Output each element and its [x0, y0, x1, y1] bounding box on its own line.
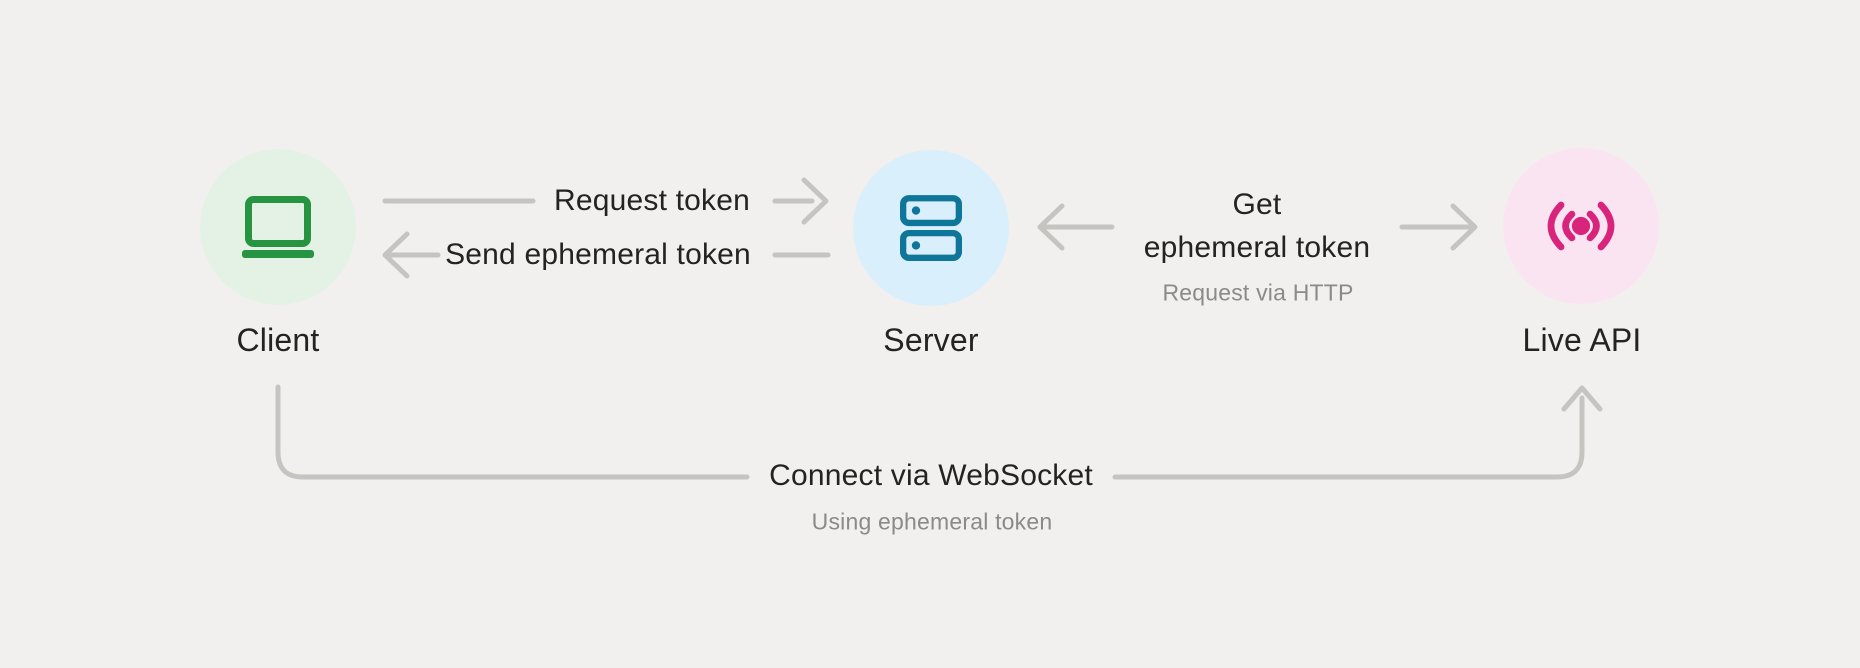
edge-label-get-ephemeral-token-line1: Get: [1232, 188, 1282, 221]
node-live-api-label: Live API: [1522, 322, 1642, 358]
node-client-label: Client: [236, 322, 320, 358]
edge-sublabel-request-via-http: Request via HTTP: [1162, 279, 1354, 306]
get-token-arrowhead-left: [1037, 203, 1065, 251]
request-token-arrowhead-right: [801, 177, 829, 225]
websocket-line-left: [275, 384, 750, 480]
edge-label-send-ephemeral-token: Send ephemeral token: [445, 238, 751, 271]
websocket-line-right: [1112, 395, 1585, 480]
node-client-circle: [200, 149, 356, 305]
server-icon: [900, 195, 962, 261]
broadcast-icon: [1547, 201, 1615, 251]
laptop-icon: [242, 196, 314, 258]
edge-label-connect-via-websocket: Connect via WebSocket: [769, 459, 1093, 492]
edge-label-request-token: Request token: [553, 184, 751, 217]
get-token-arrowhead-right: [1450, 203, 1478, 251]
send-token-arrowhead-left: [382, 231, 410, 279]
edge-sublabel-using-ephemeral-token: Using ephemeral token: [811, 508, 1053, 535]
websocket-arrowhead-up: [1561, 385, 1603, 412]
edge-label-get-ephemeral-token-line2: ephemeral token: [1143, 231, 1371, 264]
node-live-api-circle: [1503, 148, 1659, 304]
node-server-circle: [853, 150, 1009, 306]
node-server-label: Server: [883, 322, 979, 358]
